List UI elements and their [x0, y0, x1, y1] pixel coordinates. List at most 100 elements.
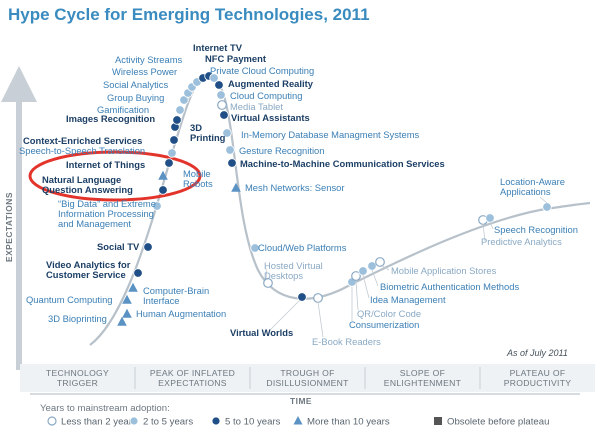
x-axis: TIME: [30, 393, 580, 406]
label-cloud-computing: Cloud Computing: [230, 90, 302, 101]
mark-human-augmentation: [122, 308, 132, 318]
connector-e-book-readers: [317, 301, 324, 338]
label-machine-to-machine-communication-services: Machine-to-Machine Communication Service…: [240, 158, 445, 169]
mark-biometric-authentication-methods: [367, 261, 377, 271]
chart-title: Hype Cycle for Emerging Technologies, 20…: [8, 5, 370, 24]
connector-idea-management: [362, 274, 370, 299]
mark-3d-bioprinting: [117, 316, 127, 326]
legend-label-lt2: Less than 2 years: [61, 417, 137, 428]
mark-natural-language-question-answering: [158, 185, 168, 195]
legend-item-gt10: More than 10 years: [293, 416, 390, 428]
legend-item-lt2: Less than 2 years: [47, 416, 137, 428]
label-social-analytics: Social Analytics: [103, 79, 168, 90]
mark-mobile-application-stores: [375, 257, 385, 267]
mark-mobile-robots: [158, 170, 168, 180]
label-internet-of-things: Internet of Things: [66, 159, 145, 170]
mark-images-recognition: [172, 115, 182, 125]
connector-hosted-virtual-desktops: [265, 267, 268, 281]
mark-internet-of-things: [164, 158, 174, 168]
mark-gesture-recognition: [225, 145, 235, 155]
label-images-recognition: Images Recognition: [66, 113, 155, 124]
label-qr-color-code: QR/Color Code: [357, 308, 421, 319]
mark-machine-to-machine-communication-services: [227, 158, 237, 168]
label-biometric-authentication-methods: Biometric Authentication Methods: [380, 281, 519, 292]
label-nfc-payment: NFC Payment: [205, 53, 266, 64]
phase-strip-bg: [20, 364, 595, 392]
label-social-tv: Social TV: [97, 241, 140, 252]
x-axis-label: TIME: [290, 396, 312, 406]
connector-location-aware-applications: [539, 196, 548, 204]
label-gamification: Gamification: [97, 104, 149, 115]
mark-augmented-reality: [214, 80, 224, 90]
legend-title: Years to mainstream adoption:: [40, 403, 170, 414]
label-wireless-power: Wireless Power: [112, 66, 177, 77]
legend-marker-gt10: [293, 416, 303, 425]
mark-cloud-web-platforms: [250, 243, 260, 253]
label-human-augmentation: Human Augmentation: [136, 308, 226, 319]
mark-social-tv: [143, 242, 153, 252]
label-private-cloud-computing: Private Cloud Computing: [210, 65, 314, 76]
y-axis-label: EXPECTATIONS: [4, 192, 14, 262]
mark-e-book-readers: [313, 293, 323, 303]
mark-gamification: [175, 105, 185, 115]
label-consumerization: Consumerization: [349, 319, 419, 330]
mark-cloud-computing: [216, 90, 226, 100]
label-context-enriched-services: Context-Enriched Services: [23, 135, 142, 146]
label-cloud-web-platforms: Cloud/Web Platforms: [258, 242, 347, 253]
label-mobile-application-stores: Mobile Application Stores: [391, 265, 497, 276]
legend-marker-obs: [434, 417, 442, 425]
mark-mesh-networks-sensor: [231, 182, 241, 192]
mark-hosted-virtual-desktops: [263, 278, 273, 288]
label-activity-streams: Activity Streams: [115, 54, 183, 65]
mark-media-tablet: [217, 100, 227, 110]
mark-context-enriched-services: [169, 135, 179, 145]
legend: Years to mainstream adoption: Less than …: [40, 403, 549, 428]
mark-idea-management: [358, 266, 368, 276]
mark-speech-to-speech-translation: [167, 148, 177, 158]
legend-label-5to10: 5 to 10 years: [225, 417, 281, 428]
technology-labels: 3D Bioprinting Human Augmentation Quantum …: [19, 42, 578, 347]
technology-marks: [117, 71, 552, 326]
mark-quantum-computing: [122, 294, 132, 304]
connector-qr-color-code: [355, 280, 359, 311]
label-mesh-networks-sensor: Mesh Networks: Sensor: [245, 182, 345, 193]
mark-virtual-worlds: [297, 292, 307, 302]
label-quantum-computing: Quantum Computing: [26, 294, 113, 305]
legend-item-5to10: 5 to 10 years: [211, 417, 281, 428]
label-augmented-reality: Augmented Reality: [228, 78, 314, 89]
label-gesture-recognition: Gesture Recognition: [239, 145, 324, 156]
label-virtual-worlds: Virtual Worlds: [230, 327, 293, 338]
legend-item-obs: Obsolete before plateau: [434, 417, 549, 428]
label-predictive-analytics: Predictive Analytics: [481, 236, 562, 247]
legend-label-2to5: 2 to 5 years: [143, 417, 193, 428]
legend-label-gt10: More than 10 years: [307, 417, 390, 428]
label-speech-to-speech-translation: Speech-to-Speech Translation: [19, 145, 145, 156]
mark-location-aware-applications: [542, 202, 552, 212]
label-in-memory-database-managment-systems: In-Memory Database Managment Systems: [241, 129, 420, 140]
label-media-tablet: Media Tablet: [230, 101, 283, 112]
as-of-note: As of July 2011: [506, 348, 568, 358]
label-virtual-assistants: Virtual Assistants: [231, 112, 310, 123]
mark-video-analytics-for-customer-service: [133, 268, 143, 278]
mark-qr-color-code: [351, 271, 361, 281]
legend-label-obs: Obsolete before plateau: [447, 417, 549, 428]
connector-virtual-worlds: [269, 299, 301, 331]
label-e-book-readers: E-Book Readers: [312, 336, 381, 347]
connector-speech-recognition: [489, 221, 494, 230]
label-3d-bioprinting: 3D Bioprinting: [48, 313, 107, 324]
